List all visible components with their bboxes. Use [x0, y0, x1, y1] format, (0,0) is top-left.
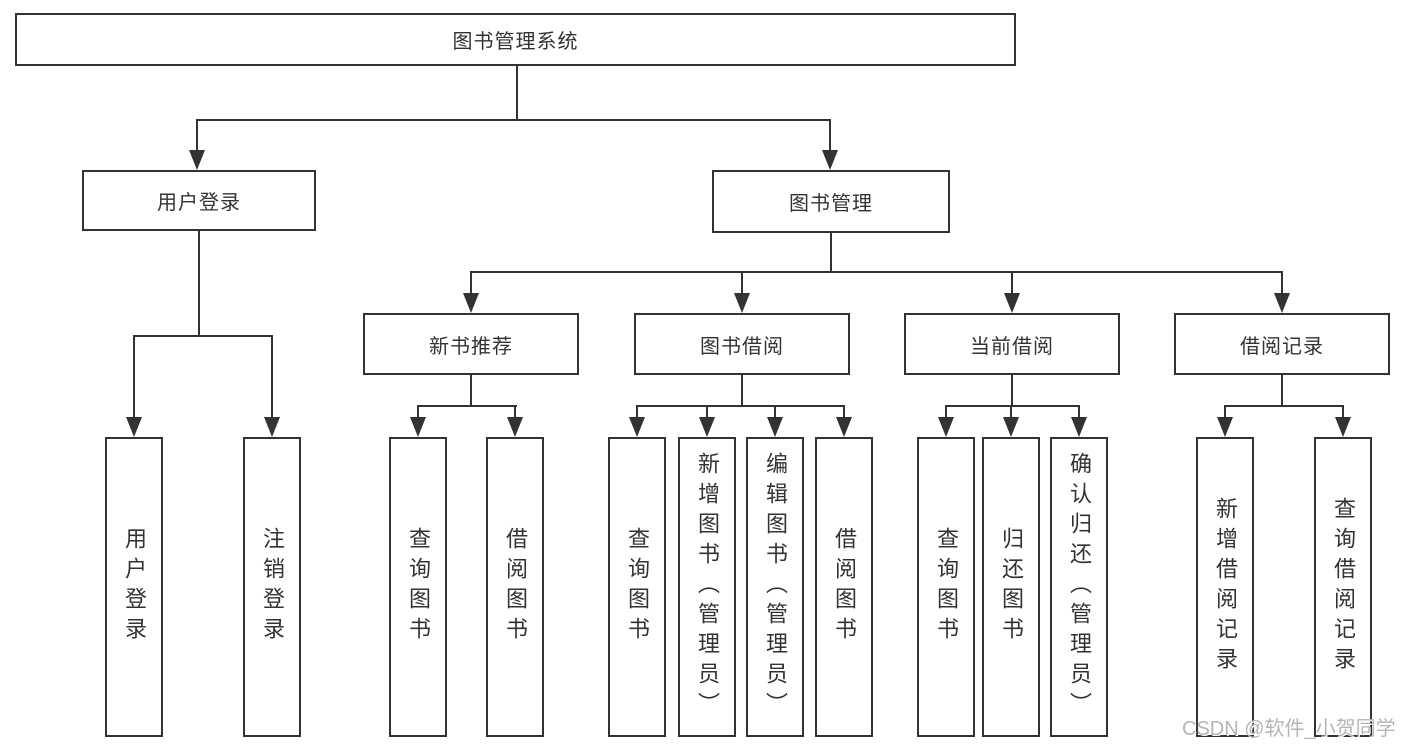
- node-book-management: 图书管理: [712, 170, 950, 233]
- connector-leaf-stub: [1342, 405, 1344, 419]
- leaf-query-borrow-record: 查询借阅记录: [1314, 437, 1372, 737]
- leaf-add-book-admin: 新增图书（管理员）: [678, 437, 736, 737]
- leaf-return-books: 归还图书: [982, 437, 1040, 737]
- csdn-watermark: CSDN @软件_小贺同学: [1182, 718, 1396, 740]
- connector-root-stub-right: [829, 119, 831, 154]
- connector-leaf-stub: [1224, 405, 1226, 419]
- node-new-book-recommend: 新书推荐: [363, 313, 579, 375]
- arrow-down-icon: [734, 293, 750, 313]
- connector-cat2-stub: [741, 271, 743, 294]
- connector-manage-hbar: [470, 271, 1283, 273]
- leaf-logout: 注销登录: [243, 437, 301, 737]
- arrow-down-icon: [629, 417, 645, 437]
- connector-leaf-stub: [706, 405, 708, 419]
- connector-login-hbar: [133, 335, 273, 337]
- leaf-borrow-books: 借阅图书: [815, 437, 873, 737]
- connector-leaf-stub: [1010, 405, 1012, 419]
- connector-root-hbar: [196, 119, 831, 121]
- connector-cat4-stem: [1281, 375, 1283, 407]
- connector-leaf-stub: [514, 405, 516, 419]
- arrow-down-icon: [699, 417, 715, 437]
- arrow-down-icon: [1071, 417, 1087, 437]
- node-user-login: 用户登录: [82, 170, 316, 231]
- connector-cat3-stem: [1011, 375, 1013, 407]
- connector-login-stub-left: [133, 335, 135, 419]
- leaf-edit-book-admin: 编辑图书（管理员）: [746, 437, 804, 737]
- connector-login-stub-right: [271, 335, 273, 419]
- node-current-borrow: 当前借阅: [904, 313, 1120, 375]
- connector-cat3-hbar: [945, 405, 1080, 407]
- connector-login-stem: [198, 231, 200, 337]
- arrow-down-icon: [822, 150, 838, 170]
- connector-root-stub-left: [196, 119, 198, 154]
- arrow-down-icon: [507, 417, 523, 437]
- leaf-confirm-return-admin: 确认归还（管理员）: [1050, 437, 1108, 737]
- arrow-down-icon: [189, 150, 205, 170]
- connector-leaf-stub: [417, 405, 419, 419]
- leaf-query-books-current: 查询图书: [917, 437, 975, 737]
- arrow-down-icon: [1003, 417, 1019, 437]
- arrow-down-icon: [463, 293, 479, 313]
- connector-leaf-stub: [774, 405, 776, 419]
- connector-cat4-stub: [1281, 271, 1283, 294]
- arrow-down-icon: [126, 417, 142, 437]
- arrow-down-icon: [1274, 293, 1290, 313]
- connector-cat3-stub: [1011, 271, 1013, 294]
- node-borrow-records: 借阅记录: [1174, 313, 1390, 375]
- connector-cat2-stem: [741, 375, 743, 407]
- arrow-down-icon: [1217, 417, 1233, 437]
- connector-cat1-stub: [470, 271, 472, 294]
- arrow-down-icon: [264, 417, 280, 437]
- arrow-down-icon: [836, 417, 852, 437]
- connector-leaf-stub: [1078, 405, 1080, 419]
- node-root-system: 图书管理系统: [15, 13, 1016, 66]
- leaf-add-borrow-record: 新增借阅记录: [1196, 437, 1254, 737]
- arrow-down-icon: [767, 417, 783, 437]
- node-book-borrow: 图书借阅: [634, 313, 850, 375]
- arrow-down-icon: [1335, 417, 1351, 437]
- leaf-borrow-books-recommend: 借阅图书: [486, 437, 544, 737]
- connector-cat2-hbar: [636, 405, 845, 407]
- leaf-query-books-recommend: 查询图书: [389, 437, 447, 737]
- connector-leaf-stub: [843, 405, 845, 419]
- connector-manage-stem: [830, 233, 832, 273]
- connector-leaf-stub: [945, 405, 947, 419]
- connector-leaf-stub: [636, 405, 638, 419]
- arrow-down-icon: [410, 417, 426, 437]
- connector-root-stem: [516, 66, 518, 120]
- arrow-down-icon: [938, 417, 954, 437]
- connector-cat4-hbar: [1224, 405, 1344, 407]
- leaf-query-books-borrow: 查询图书: [608, 437, 666, 737]
- leaf-user-login: 用户登录: [105, 437, 163, 737]
- connector-cat1-stem: [470, 375, 472, 407]
- arrow-down-icon: [1004, 293, 1020, 313]
- connector-cat1-hbar: [417, 405, 517, 407]
